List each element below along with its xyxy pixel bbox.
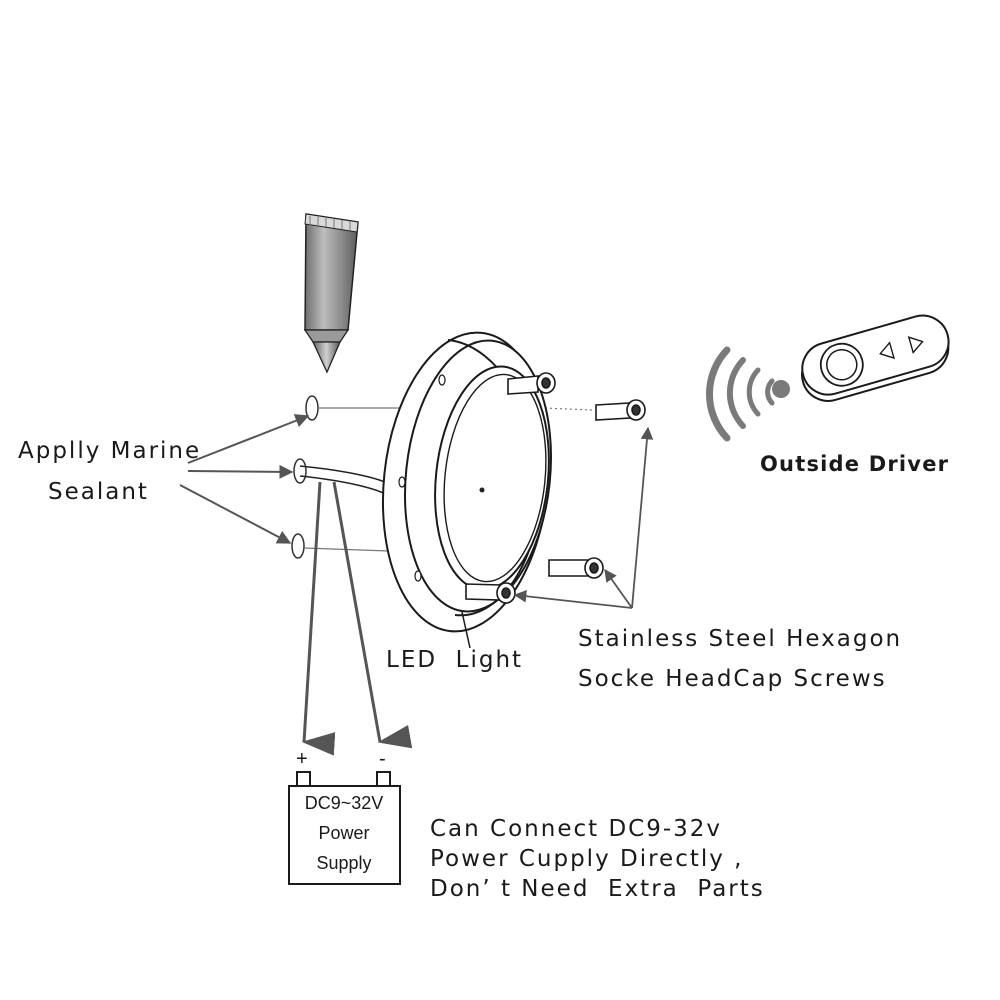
remote-control-icon [706, 314, 950, 442]
led-light-fixture [381, 331, 553, 633]
screws-label-line1: Stainless Steel Hexagon [578, 626, 903, 652]
power-supply-box [288, 771, 401, 885]
led-light-pointer [461, 611, 471, 649]
positive-terminal-label: + [296, 748, 308, 770]
screw-arrows [513, 426, 654, 609]
sealant-arrows [179, 414, 310, 544]
screw-icon [465, 372, 646, 604]
note-line1: Can Connect DC9-32v [430, 816, 723, 842]
power-wires [301, 481, 413, 756]
power-supply-line3: Supply [316, 853, 372, 873]
screws-label-line2: Socke HeadCap Screws [578, 666, 887, 692]
negative-terminal-label: - [379, 748, 386, 770]
outside-driver-label: Outside Driver [760, 452, 950, 476]
sealant-tube-icon [303, 213, 359, 374]
sealant-label-line2: Sealant [48, 479, 149, 505]
sealant-label-line1: Applly Marine [18, 438, 202, 464]
note-line2: Power Cupply Directly , [430, 846, 744, 872]
led-light-label: LED Light [386, 647, 524, 673]
power-supply-line1: DC9~32V [304, 793, 384, 813]
note-line3: Don’ t Need Extra Parts [430, 876, 765, 902]
power-supply-line2: Power [318, 823, 370, 843]
